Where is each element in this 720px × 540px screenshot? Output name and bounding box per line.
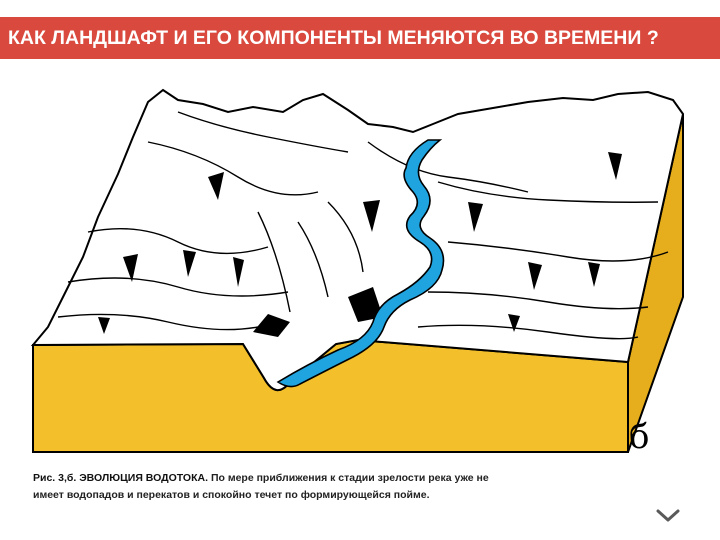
figure-caption: Рис. 3,б. ЭВОЛЮЦИЯ ВОДОТОКА. По мере при… [33,470,493,504]
page-title: КАК ЛАНДШАФТ И ЕГО КОМПОНЕНТЫ МЕНЯЮТСЯ В… [8,27,659,50]
panel-letter: б [629,420,649,454]
caption-lead: Рис. 3,б. ЭВОЛЮЦИЯ ВОДОТОКА. [33,472,208,484]
landscape-block-diagram [28,82,688,462]
chevron-down-icon[interactable] [655,507,681,525]
title-bar: КАК ЛАНДШАФТ И ЕГО КОМПОНЕНТЫ МЕНЯЮТСЯ В… [0,17,720,59]
